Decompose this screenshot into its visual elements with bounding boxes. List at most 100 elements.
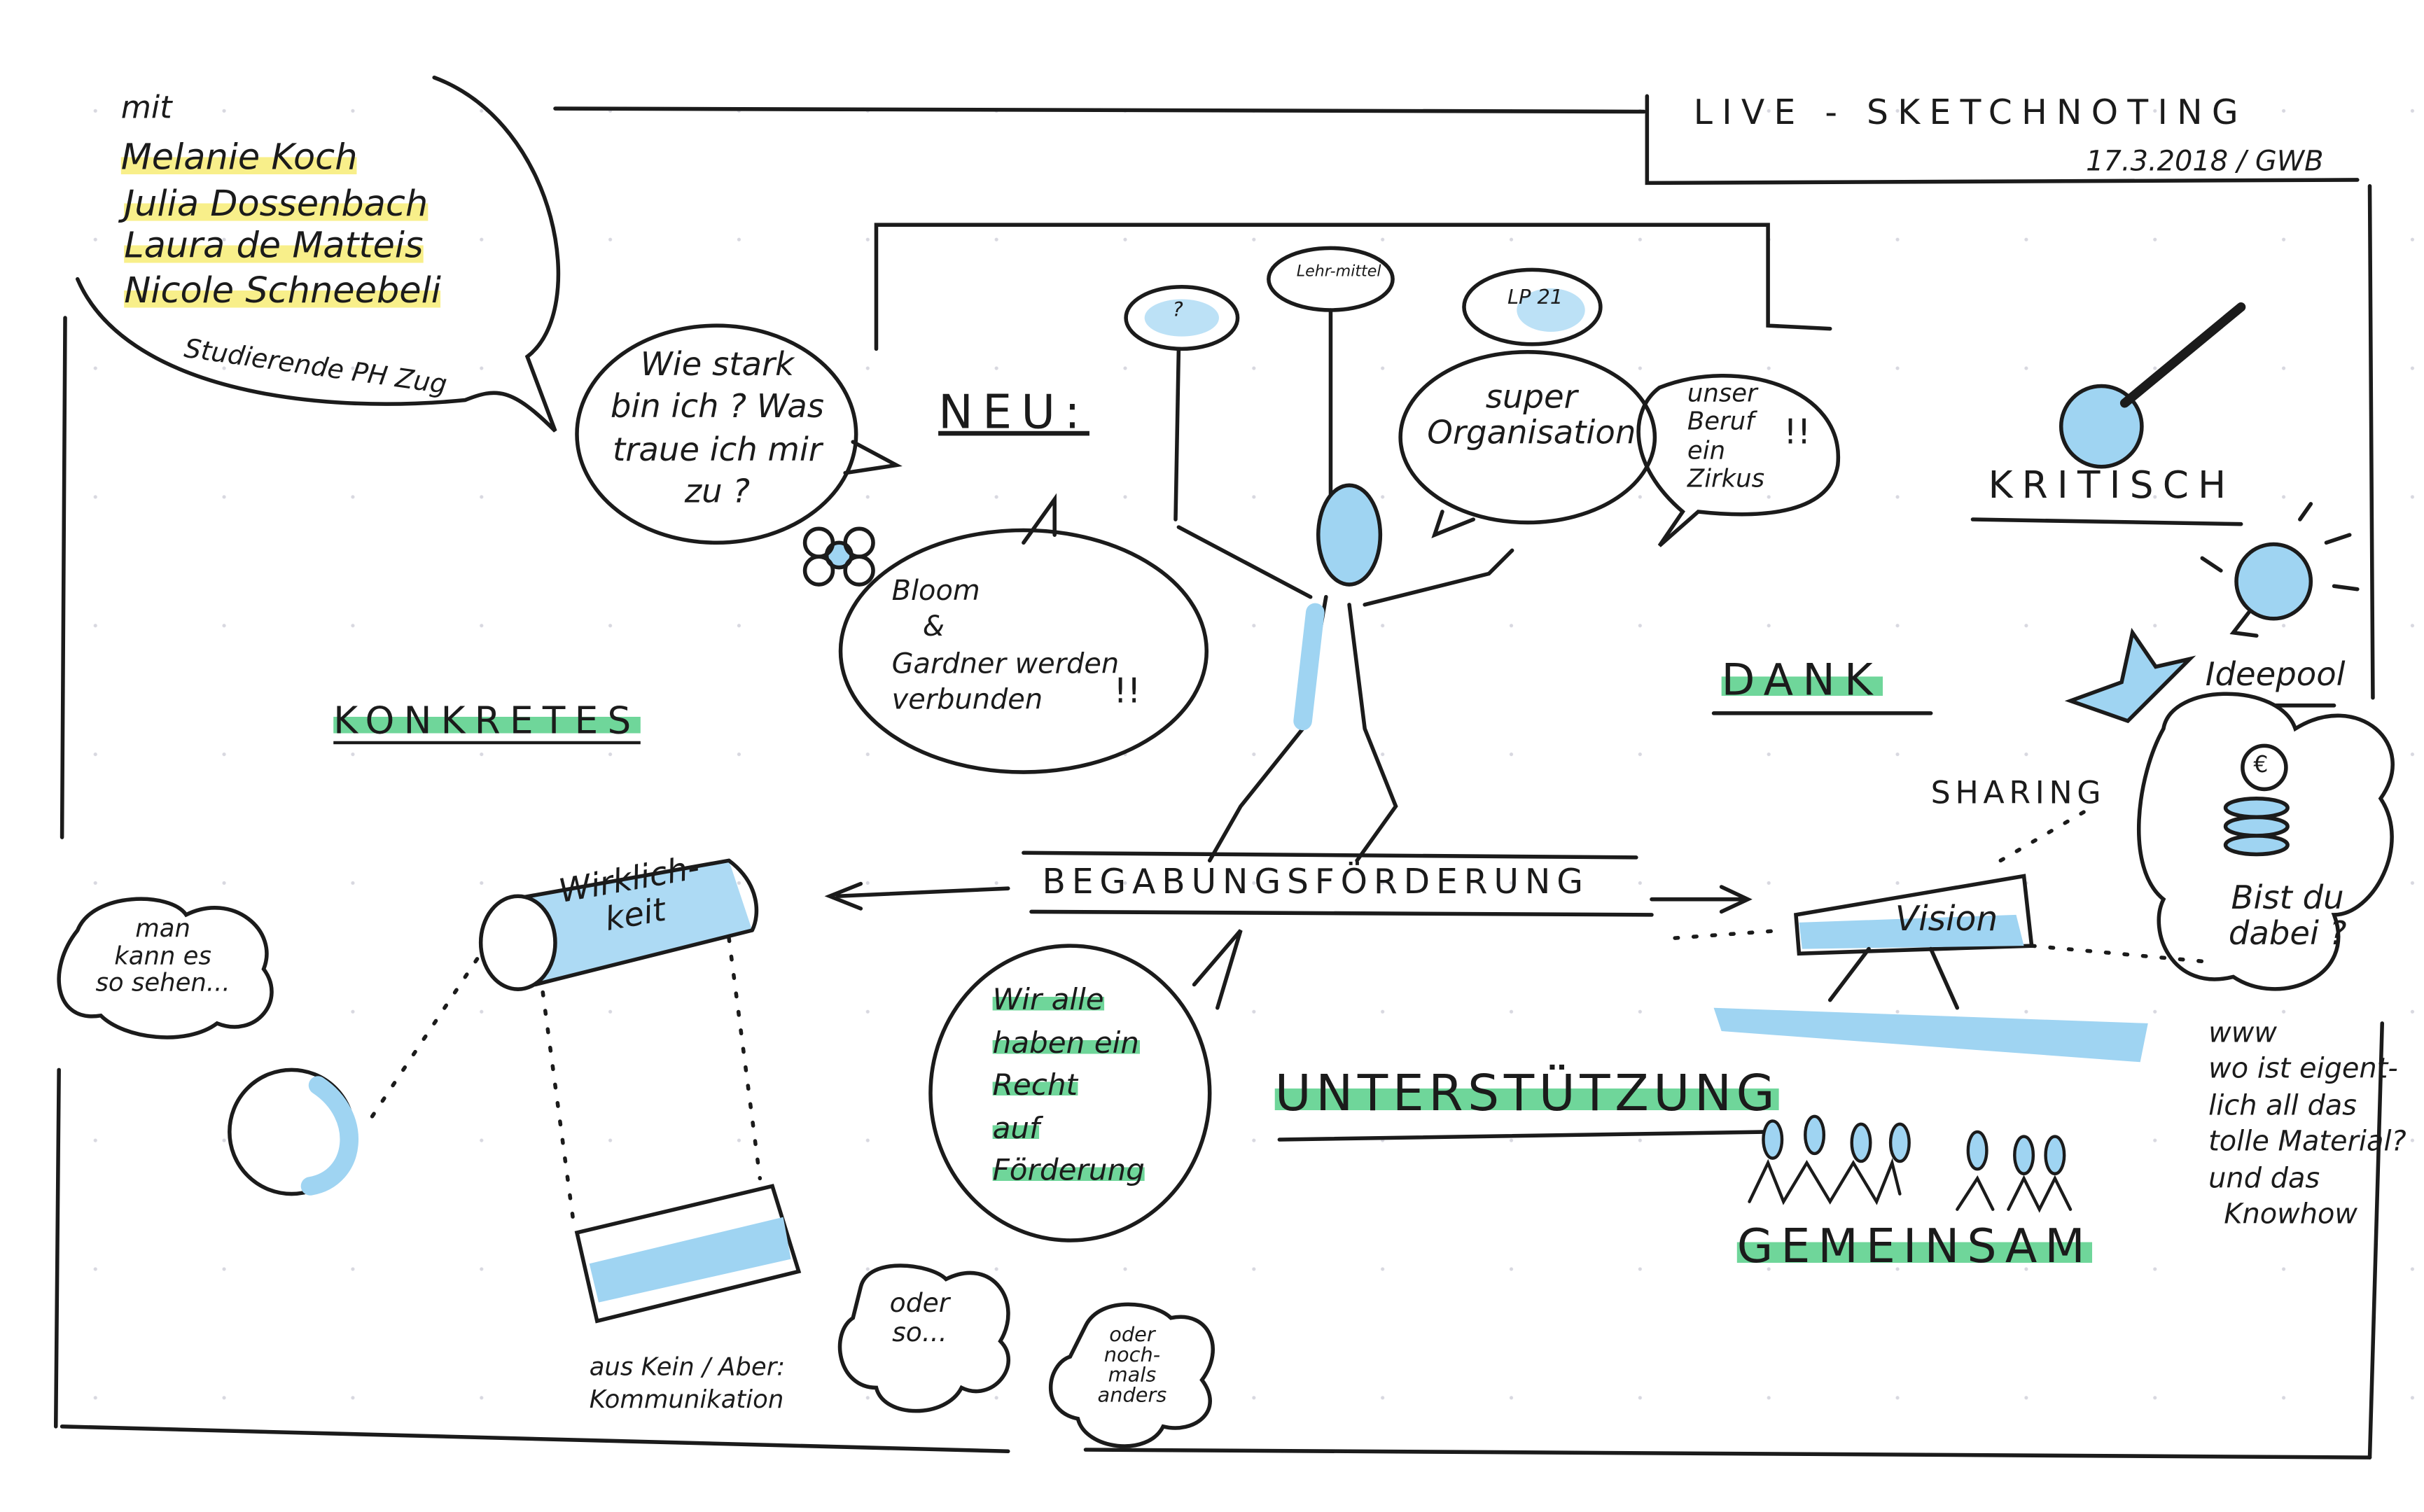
projection-lines bbox=[370, 936, 762, 1227]
bubble-outline-zirkus bbox=[1636, 374, 1840, 547]
label-begabungsfoerderung: BEGABUNGSFÖRDERUNG bbox=[1042, 863, 1589, 903]
bubble-line: kann es bbox=[114, 940, 211, 970]
plate-label-lehrmittel: Lehr-mittel bbox=[1296, 263, 1381, 281]
bubble-line: bin ich ? Was bbox=[610, 388, 824, 426]
credits-intro: mit bbox=[120, 88, 172, 126]
label-dank: DANK bbox=[1721, 654, 1882, 706]
bloom-exclamation: !! bbox=[1113, 673, 1141, 712]
bubble-line: auf bbox=[992, 1111, 1040, 1146]
bubble-line: & bbox=[922, 611, 945, 645]
bubble-line: super bbox=[1485, 378, 1577, 416]
bubble-line: Zirkus bbox=[1687, 463, 1765, 493]
bubble-line: Förderung bbox=[992, 1154, 1145, 1189]
arrow-right bbox=[1650, 885, 1753, 914]
www-line: Knowhow bbox=[2224, 1198, 2358, 1231]
figure-head bbox=[1316, 483, 1383, 587]
bubble-line: Bist du bbox=[2231, 878, 2344, 917]
header-date-place: 17.3.2018 / GWB bbox=[2086, 146, 2324, 178]
bubble-line: man bbox=[135, 913, 190, 943]
bubble-outline-nochmals bbox=[1049, 1302, 1215, 1448]
bubble-recht: Wir alle haben ein Recht auf Förderung bbox=[992, 980, 1145, 1194]
bracket bbox=[874, 223, 1832, 351]
star-icon bbox=[2064, 627, 2196, 724]
credits-name: Melanie Koch bbox=[120, 138, 358, 179]
bubble-bist-du: Bist du dabei ? bbox=[2210, 878, 2365, 953]
bubble-line: Gardner werden bbox=[891, 648, 1120, 680]
frame-top-line bbox=[553, 106, 1646, 114]
label-neu: NEU: bbox=[938, 386, 1089, 441]
label-vision: Vision bbox=[1895, 900, 1998, 940]
bubble-line: oder bbox=[889, 1288, 950, 1320]
arrow-left bbox=[824, 881, 1010, 911]
dotted-connections bbox=[1673, 804, 2205, 964]
bubble-line: zu ? bbox=[684, 472, 751, 510]
label-sharing: SHARING bbox=[1930, 774, 2106, 811]
www-line: tolle Material? bbox=[2208, 1126, 2406, 1158]
bubble-outline-bloom bbox=[838, 528, 1209, 774]
label-kritisch: KRITISCH bbox=[1988, 463, 2236, 507]
bubble-line: haben ein bbox=[992, 1026, 1139, 1060]
label-konkretes: KONKRETES bbox=[333, 700, 641, 746]
bubble-nochmals: oder noch- mals anders bbox=[1086, 1326, 1179, 1406]
credits-bubble bbox=[75, 75, 561, 433]
bubble-line: ein bbox=[1687, 435, 1726, 465]
bubble-line: verbunden bbox=[891, 684, 1043, 717]
figure-body bbox=[1176, 525, 1514, 863]
bubble-line: Wie stark bbox=[640, 345, 795, 384]
bubble-line: Beruf bbox=[1687, 407, 1755, 437]
telescope-wirklichkeit bbox=[478, 858, 759, 991]
label-line: Kommunikation bbox=[589, 1384, 784, 1414]
label-line: aus Kein / Aber: bbox=[589, 1352, 786, 1382]
label-ideepool: Ideepool bbox=[2205, 655, 2346, 694]
magnifier-icon bbox=[2059, 302, 2246, 469]
label-gemeinsam: GEMEINSAM bbox=[1736, 1220, 2093, 1275]
www-question: www wo ist eigent- lich all das tolle Ma… bbox=[2208, 1016, 2406, 1233]
bubble-zirkus: unser Beruf ein Zirkus bbox=[1687, 378, 1765, 494]
credits-name: Laura de Matteis bbox=[124, 226, 424, 267]
bubble-outline-wie-stark bbox=[575, 323, 858, 545]
frame-left-line bbox=[53, 316, 67, 1429]
bubble-line: so... bbox=[892, 1317, 947, 1349]
bubble-line: Recht bbox=[992, 1068, 1078, 1103]
frame-bottom-line bbox=[60, 1424, 2372, 1460]
label-unterstuetzung: UNTERSTÜTZUNG bbox=[1274, 1063, 1780, 1123]
www-line: www bbox=[2208, 1017, 2278, 1050]
screen-rectangle bbox=[574, 1184, 802, 1324]
telescope-vision bbox=[1713, 874, 2148, 1063]
credits-name: Nicole Schneebeli bbox=[124, 271, 441, 312]
www-line: lich all das bbox=[2208, 1089, 2357, 1123]
bubble-line: so sehen... bbox=[95, 967, 230, 997]
bubble-oder-so: oder so... bbox=[873, 1288, 966, 1349]
bubble-wie-stark: Wie stark bin ich ? Was traue ich mir zu… bbox=[597, 344, 837, 514]
plate-label-lp21: LP 21 bbox=[1507, 286, 1563, 310]
bubble-line: noch- bbox=[1103, 1344, 1161, 1368]
coin-stack-icon bbox=[2223, 743, 2290, 857]
flower-icon bbox=[802, 526, 875, 587]
lightbulb-icon bbox=[2200, 502, 2360, 638]
bubble-outline-super-org bbox=[1398, 350, 1657, 525]
header-title: LIVE - SKETCHNOTING bbox=[1693, 94, 2248, 134]
bubble-line: mals bbox=[1108, 1364, 1157, 1388]
bubble-line: Bloom bbox=[891, 575, 980, 608]
bubble-line: anders bbox=[1097, 1384, 1167, 1408]
euro-sign: € bbox=[2253, 750, 2269, 778]
plate-label-question: ? bbox=[1172, 299, 1183, 323]
frame-right-line bbox=[2367, 184, 2385, 1460]
bubble-line: unser bbox=[1687, 378, 1757, 408]
frame-title-box bbox=[1645, 94, 2360, 186]
bubble-man-kann: man kann es so sehen... bbox=[62, 915, 264, 997]
bubble-super-org: super Organisation bbox=[1419, 378, 1644, 451]
bubble-bloom: Bloom & Gardner werden verbunden bbox=[892, 574, 1120, 719]
bubble-outline-oder-so bbox=[837, 1264, 1011, 1413]
credits-name: Julia Dossenbach bbox=[124, 184, 429, 225]
bubble-line: Wir alle bbox=[992, 983, 1104, 1018]
people-group-icon bbox=[1748, 1114, 2073, 1213]
bubble-line: oder bbox=[1109, 1324, 1155, 1348]
label-kommunikation: aus Kein / Aber: Kommunikation bbox=[590, 1352, 786, 1416]
www-line: und das bbox=[2208, 1162, 2320, 1195]
bubble-line: dabei ? bbox=[2228, 915, 2347, 953]
bubble-line: Organisation bbox=[1427, 414, 1636, 451]
www-line: wo ist eigent- bbox=[2208, 1053, 2398, 1086]
